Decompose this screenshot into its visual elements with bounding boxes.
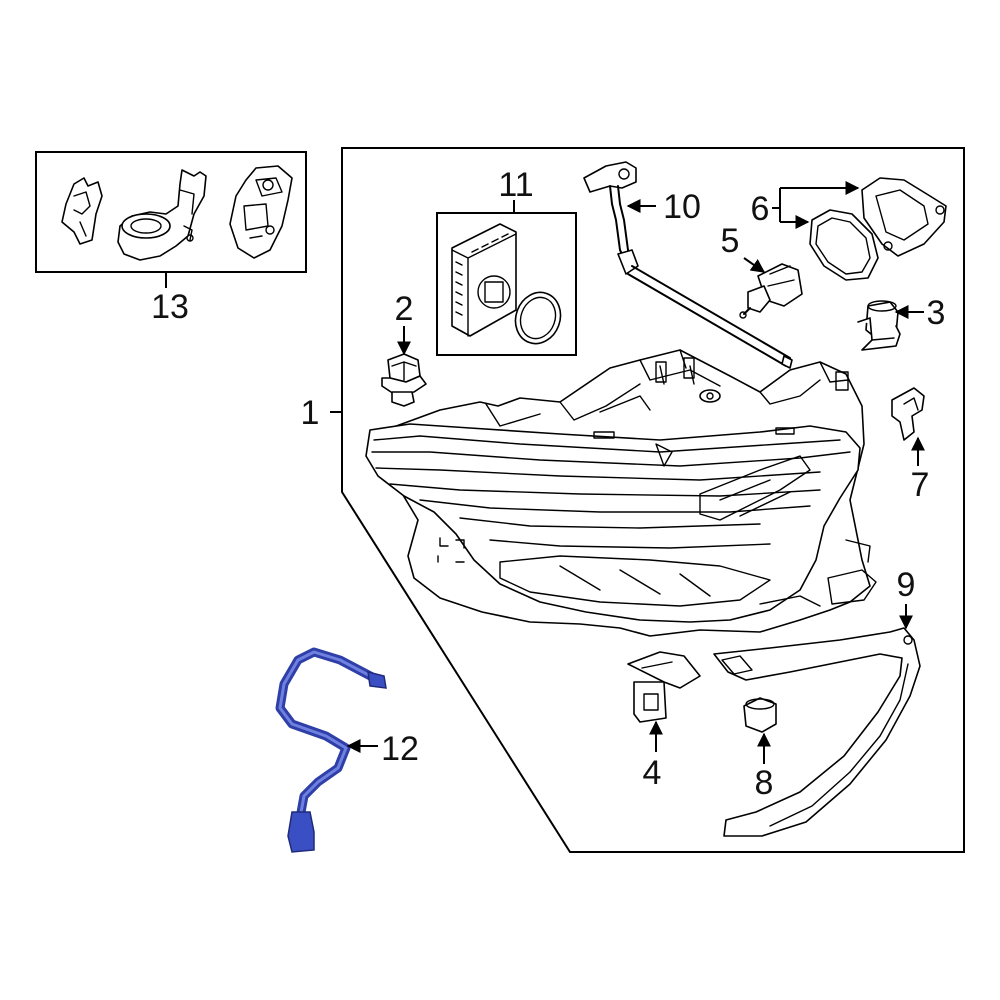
leveling-sensor-rod[interactable]	[583, 161, 793, 369]
callout-4: 4	[643, 754, 662, 792]
callout-6: 6	[751, 190, 770, 228]
callout-13: 13	[151, 288, 189, 326]
control-module-frame	[436, 212, 577, 356]
clip-7[interactable]	[891, 387, 925, 441]
bulb-socket[interactable]	[739, 263, 803, 319]
headlamp-housing[interactable]	[365, 349, 877, 637]
bracket-4[interactable]	[627, 651, 701, 723]
adjuster-grommet[interactable]	[381, 353, 427, 407]
callout-3: 3	[927, 294, 946, 332]
callout-11: 11	[498, 166, 533, 204]
callout-10: 10	[663, 188, 701, 226]
leader-lines	[165, 181, 925, 764]
callout-12: 12	[381, 730, 419, 768]
lower-trim-strip[interactable]	[713, 627, 921, 837]
grommet-8[interactable]	[743, 697, 777, 733]
wiring-harness[interactable]	[275, 647, 387, 853]
callout-9: 9	[897, 566, 916, 604]
led-control-module[interactable]	[451, 223, 568, 350]
callout-2: 2	[395, 290, 414, 328]
bracket-kit-parts[interactable]	[61, 165, 293, 261]
callout-1: 1	[301, 394, 320, 432]
connector-3[interactable]	[857, 300, 901, 351]
callout-8: 8	[755, 764, 774, 802]
callout-5: 5	[721, 222, 740, 260]
callout-numbers: 1 2 3 4 5 6 7 8 9 10 11 12 13	[151, 166, 945, 802]
bracket-kit-frame	[35, 151, 307, 273]
bulb-cover-and-gasket[interactable]	[809, 177, 947, 281]
callout-7: 7	[911, 466, 930, 504]
headlamp-assembly-frame	[341, 147, 965, 853]
